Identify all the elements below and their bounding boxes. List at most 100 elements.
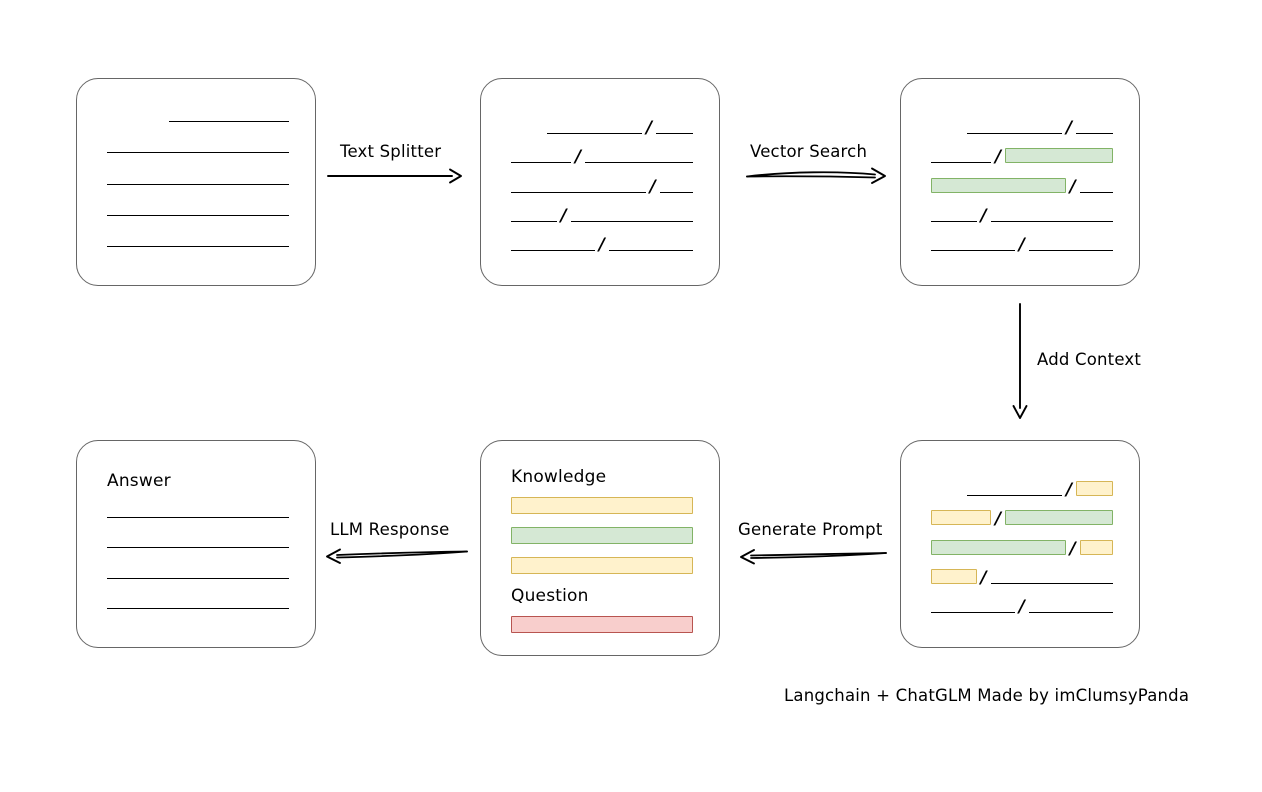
- chunk-segment-right: [656, 119, 693, 134]
- node-matched-document[interactable]: / / / / /: [900, 78, 1140, 286]
- chunk-row: /: [931, 538, 1113, 559]
- text-rule: [107, 183, 289, 185]
- chunk-row: /: [931, 205, 1114, 224]
- matched-document-rows: / / / / /: [931, 103, 1114, 263]
- chunk-row: /: [931, 508, 1113, 530]
- question-bars: [511, 606, 693, 633]
- context-document-body: / / / / /: [931, 465, 1114, 625]
- text-rule: [107, 246, 289, 247]
- chunk-separator: /: [1018, 235, 1025, 255]
- text-rule: [107, 547, 289, 549]
- chunk-segment-right: [1005, 510, 1113, 526]
- text-line: [107, 121, 289, 122]
- chunk-row: /: [931, 596, 1114, 617]
- chunk-segment-left: [967, 481, 1062, 496]
- chunk-separator: /: [980, 567, 987, 588]
- connector-add-context: Add Context: [1005, 302, 1141, 420]
- source-document-lines: [107, 103, 289, 263]
- answer-label: Answer: [107, 471, 171, 491]
- text-line: [107, 183, 289, 185]
- chunk-segment-right: [608, 236, 694, 251]
- node-source-document[interactable]: [76, 78, 316, 286]
- node-split-document[interactable]: / / / / /: [480, 78, 720, 286]
- text-line: [107, 152, 289, 154]
- connector-vector-search: Vector Search: [744, 142, 890, 184]
- context-document-rows: / / / / /: [931, 465, 1114, 625]
- chunk-segment-left: [931, 236, 1015, 251]
- chunk-separator: /: [1018, 597, 1025, 617]
- chunk-segment-right: [585, 148, 693, 164]
- source-document-body: [107, 103, 289, 263]
- answer-body: Answer: [107, 465, 289, 625]
- chunk-segment-right: [1076, 119, 1113, 134]
- chunk-row: /: [511, 234, 694, 255]
- knowledge-label: Knowledge: [511, 467, 607, 487]
- chunk-separator: /: [1069, 538, 1076, 559]
- chunk-row: /: [511, 176, 694, 197]
- prompt-bar: [511, 527, 693, 544]
- chunk-row: /: [931, 567, 1114, 588]
- connector-llm-response: LLM Response: [320, 520, 470, 564]
- chunk-segment-left: [931, 207, 977, 222]
- prompt-bar: [511, 616, 693, 633]
- chunk-segment-left: [511, 148, 572, 164]
- prompt-bar: [511, 497, 693, 514]
- chunk-segment-left: [931, 568, 977, 584]
- chunk-segment-left: [511, 207, 557, 222]
- text-rule: [107, 607, 289, 609]
- chunk-separator: /: [649, 176, 656, 197]
- chunk-segment-left: [931, 598, 1015, 613]
- text-rule: [107, 517, 289, 518]
- chunk-segment-right: [1076, 481, 1113, 496]
- split-document-body: / / / / /: [511, 103, 694, 263]
- chunk-separator: /: [598, 235, 605, 255]
- chunk-row: /: [931, 176, 1114, 195]
- node-answer[interactable]: Answer: [76, 440, 316, 648]
- chunk-row: /: [511, 146, 693, 168]
- node-prompt[interactable]: Knowledge Question: [480, 440, 720, 656]
- chunk-row: /: [931, 146, 1113, 166]
- chunk-segment-left: [931, 148, 992, 164]
- connector-vector-search-label: Vector Search: [750, 142, 868, 161]
- connector-add-context-label: Add Context: [1037, 350, 1142, 369]
- text-line: [107, 517, 289, 518]
- chunk-segment-right: [1028, 236, 1114, 251]
- chunk-segment-left: [967, 119, 1062, 134]
- chunk-segment-left: [547, 119, 642, 134]
- connector-text-splitter-label: Text Splitter: [340, 142, 442, 161]
- connector-llm-response-label: LLM Response: [330, 520, 450, 539]
- chunk-separator: /: [560, 205, 567, 226]
- text-line: [107, 607, 289, 609]
- text-line: [107, 246, 289, 247]
- chunk-row: /: [931, 234, 1114, 255]
- answer-content: Answer: [107, 465, 289, 625]
- chunk-separator: /: [1066, 480, 1073, 500]
- chunk-segment-right: [659, 178, 694, 193]
- chunk-segment-left: [511, 236, 595, 251]
- text-line: [107, 214, 289, 216]
- text-rule: [107, 214, 289, 216]
- chunk-separator: /: [575, 147, 582, 168]
- knowledge-bars: [511, 487, 693, 574]
- text-line: [107, 577, 289, 579]
- matched-document-body: / / / / /: [931, 103, 1114, 263]
- chunk-segment-right: [990, 207, 1114, 222]
- chunk-segment-right: [1028, 598, 1114, 613]
- chunk-separator: /: [1066, 118, 1073, 138]
- chunk-segment-right: [1079, 539, 1113, 555]
- chunk-row: /: [931, 117, 1113, 138]
- chunk-separator: /: [646, 118, 653, 138]
- chunk-separator: /: [995, 509, 1002, 530]
- connector-generate-prompt-label: Generate Prompt: [738, 520, 883, 539]
- footer-credit: Langchain + ChatGLM Made by imClumsyPand…: [784, 686, 1190, 705]
- chunk-row: /: [511, 205, 694, 226]
- split-document-rows: / / / / /: [511, 103, 694, 263]
- question-label: Question: [511, 586, 589, 606]
- chunk-segment-right: [570, 207, 694, 222]
- text-rule: [107, 152, 289, 154]
- node-context-document[interactable]: / / / / /: [900, 440, 1140, 648]
- text-rule: [107, 577, 289, 579]
- chunk-row: /: [931, 479, 1113, 500]
- prompt-content: Knowledge Question: [511, 461, 693, 637]
